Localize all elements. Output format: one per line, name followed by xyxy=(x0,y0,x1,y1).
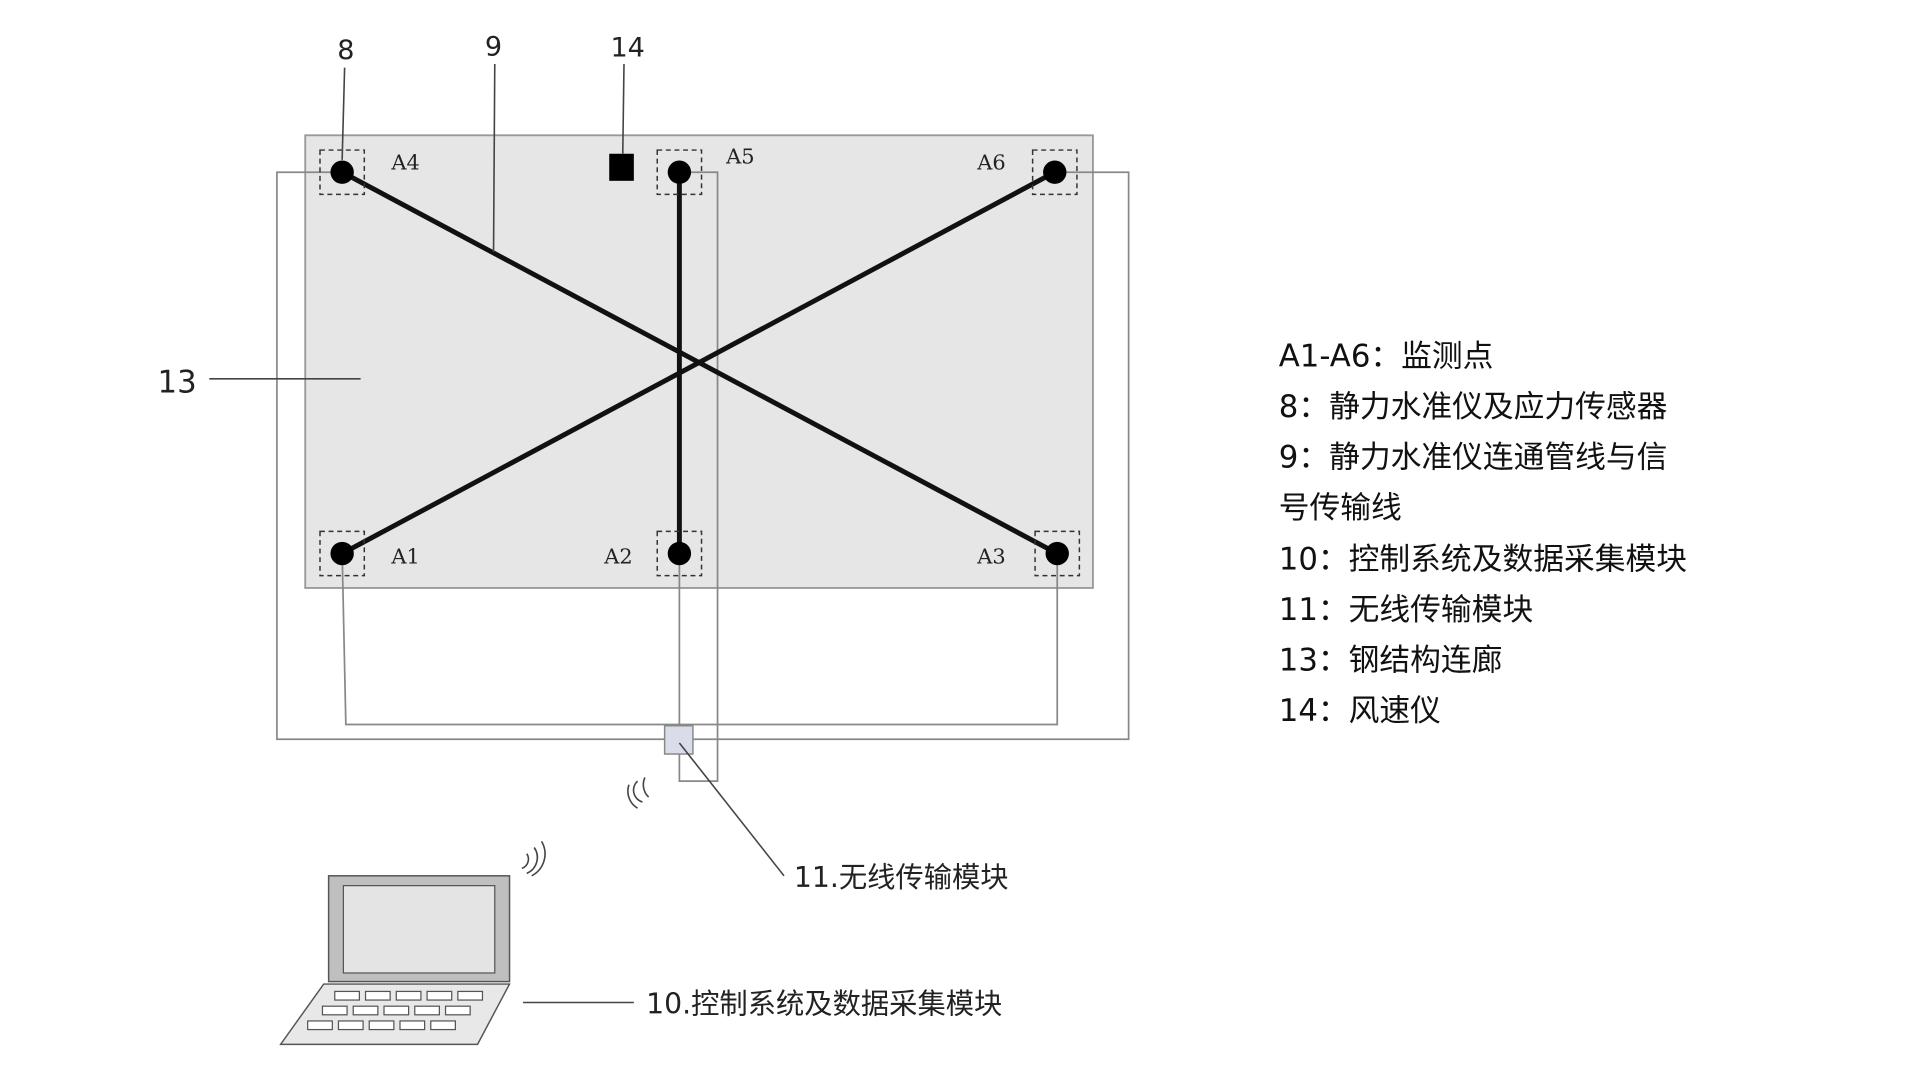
point-label-a5: A5 xyxy=(725,145,754,169)
legend-item: 10：控制系统及数据采集模块 xyxy=(1279,542,1687,578)
wireless-module-label: 11.无线传输模块 xyxy=(794,861,1009,894)
point-label-a3: A3 xyxy=(976,544,1005,568)
control-system-label: 10.控制系统及数据采集模块 xyxy=(646,988,1002,1021)
anemometer xyxy=(609,153,634,181)
wireless-signal-icon xyxy=(627,777,650,809)
sensor-A3 xyxy=(1034,530,1081,577)
callout-lines xyxy=(209,63,625,380)
callout-8: 8 xyxy=(337,35,354,66)
legend-item: 号传输线 xyxy=(1279,490,1402,526)
point-label-a2: A2 xyxy=(603,544,632,568)
callout-9: 9 xyxy=(485,31,502,62)
signal-wiring xyxy=(276,171,1130,782)
point-label-a6: A6 xyxy=(976,151,1005,175)
legend-item: 8：静力水准仪及应力传感器 xyxy=(1279,389,1668,425)
sensor-A1 xyxy=(319,530,366,577)
callout-13: 13 xyxy=(158,364,197,400)
legend-item: A1-A6：监测点 xyxy=(1279,339,1494,375)
legend-item: 9：静力水准仪连通管线与信 xyxy=(1279,439,1668,475)
laptop-signal-icon xyxy=(521,840,546,877)
laptop-icon xyxy=(279,875,511,1046)
wireless-leader-line xyxy=(678,742,785,877)
point-label-a4: A4 xyxy=(390,151,419,175)
point-label-a1: A1 xyxy=(390,544,419,568)
callout-14: 14 xyxy=(610,33,644,64)
connecting-pipelines xyxy=(340,170,1059,556)
wireless-module xyxy=(663,725,694,755)
sensor-A2 xyxy=(656,530,703,577)
sensor-A5 xyxy=(656,149,703,196)
legend-item: 11：无线传输模块 xyxy=(1279,592,1533,628)
legend-item: 13：钢结构连廊 xyxy=(1279,642,1503,678)
legend-item: 14：风速仪 xyxy=(1279,693,1441,729)
legend: A1-A6：监测点 8：静力水准仪及应力传感器 9：静力水准仪连通管线与信 号传… xyxy=(1279,339,1687,729)
